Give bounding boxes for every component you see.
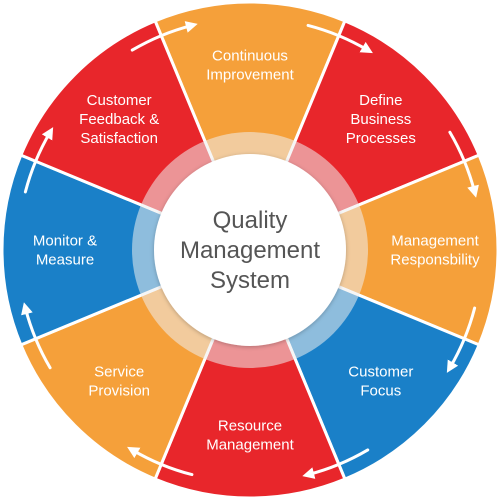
curved-arrow-icon [23, 127, 54, 194]
curved-arrow-icon [130, 21, 198, 52]
curved-arrow-icon [302, 448, 370, 479]
arrows-layer [21, 21, 479, 479]
segment-label-line: Business [350, 111, 411, 128]
center-disc [154, 154, 346, 346]
center-title-line: System [210, 267, 290, 294]
segment-label-line: Satisfaction [80, 130, 158, 147]
segment-label-line: Customer [348, 363, 413, 380]
segment-label-line: Define [359, 92, 402, 109]
curved-arrow-icon [446, 306, 477, 373]
segment-label-line: Provision [88, 382, 150, 399]
segment-label-line: Monitor & [33, 233, 97, 250]
segment-label-line: Feedback & [79, 111, 159, 128]
curved-arrow-icon [127, 446, 194, 477]
center-title-line: Management [180, 237, 320, 264]
segment-label-line: Service [94, 363, 144, 380]
center-title-line: Quality [213, 207, 288, 234]
curved-arrow-icon [306, 23, 373, 54]
segment-label-line: Improvement [206, 67, 294, 84]
segment-label-line: Measure [36, 252, 94, 269]
segment-label-line: Management [206, 437, 294, 454]
segment-label-line: Management [391, 233, 479, 250]
segment-label-line: Continuous [212, 48, 288, 65]
segment-label-line: Processes [346, 130, 416, 147]
segment-label-line: Responsbility [390, 252, 480, 269]
segment-label-monitor-measure: Monitor & Measure [33, 233, 97, 269]
segment-label-line: Focus [360, 382, 401, 399]
curved-arrow-icon [21, 302, 52, 370]
segment-label-line: Customer [87, 92, 152, 109]
curved-arrow-icon [448, 130, 479, 198]
segment-label-line: Resource [218, 418, 282, 435]
